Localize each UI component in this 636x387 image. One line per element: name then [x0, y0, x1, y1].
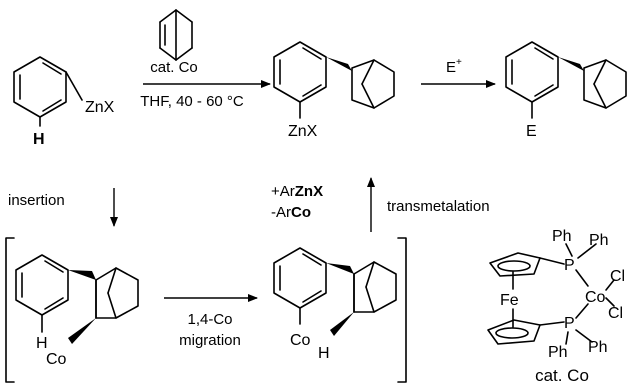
- start-zinc-group: ZnX: [85, 99, 115, 116]
- catalyst-caption: cat. Co: [535, 366, 589, 385]
- phenyl-1: Ph: [552, 228, 572, 245]
- chloride-2: Cl: [608, 305, 623, 322]
- product-electrophile-group: E: [526, 123, 537, 140]
- migration-label-line2: migration: [179, 332, 241, 349]
- iron-label: Fe: [500, 292, 519, 309]
- transmetalation-label: transmetalation: [387, 198, 490, 215]
- cobalt-center: Co: [585, 289, 606, 306]
- bracket: [5, 237, 407, 383]
- norbornene-reagent: [159, 9, 193, 61]
- intermediate-zinc-adduct: ZnX: [273, 41, 395, 140]
- right-co-label: Co: [290, 332, 311, 349]
- phenyl-4: Ph: [588, 339, 608, 356]
- reagent-label: cat. Co: [150, 59, 198, 76]
- start-arylzinc: ZnX H: [13, 56, 115, 148]
- left-h-label: H: [36, 335, 48, 352]
- left-co-label: Co: [46, 351, 67, 368]
- catalyst-structure: Fe P P Ph Ph Ph Ph Co Cl Cl cat. Co: [487, 228, 625, 385]
- right-cobalt-intermediate: Co H: [273, 247, 397, 362]
- product: E: [505, 41, 627, 140]
- phosphorus-upper: P: [564, 257, 575, 274]
- migration-label-line1: 1,4-Co: [187, 311, 232, 328]
- phenyl-2: Ph: [589, 232, 609, 249]
- start-h-label: H: [33, 131, 45, 148]
- left-cobalt-intermediate: H Co: [15, 254, 139, 368]
- conditions-label: THF, 40 - 60 °C: [140, 93, 244, 110]
- plus-arzincx-label: +ArZnX: [271, 183, 323, 200]
- minus-arco-label: -ArCo: [271, 204, 311, 221]
- intermediate-zinc-group: ZnX: [288, 123, 318, 140]
- phosphorus-lower: P: [564, 315, 575, 332]
- phenyl-3: Ph: [548, 344, 568, 361]
- insertion-label: insertion: [8, 192, 65, 209]
- chloride-1: Cl: [610, 268, 625, 285]
- electrophile-label: E+: [446, 57, 462, 76]
- right-h-label: H: [318, 345, 330, 362]
